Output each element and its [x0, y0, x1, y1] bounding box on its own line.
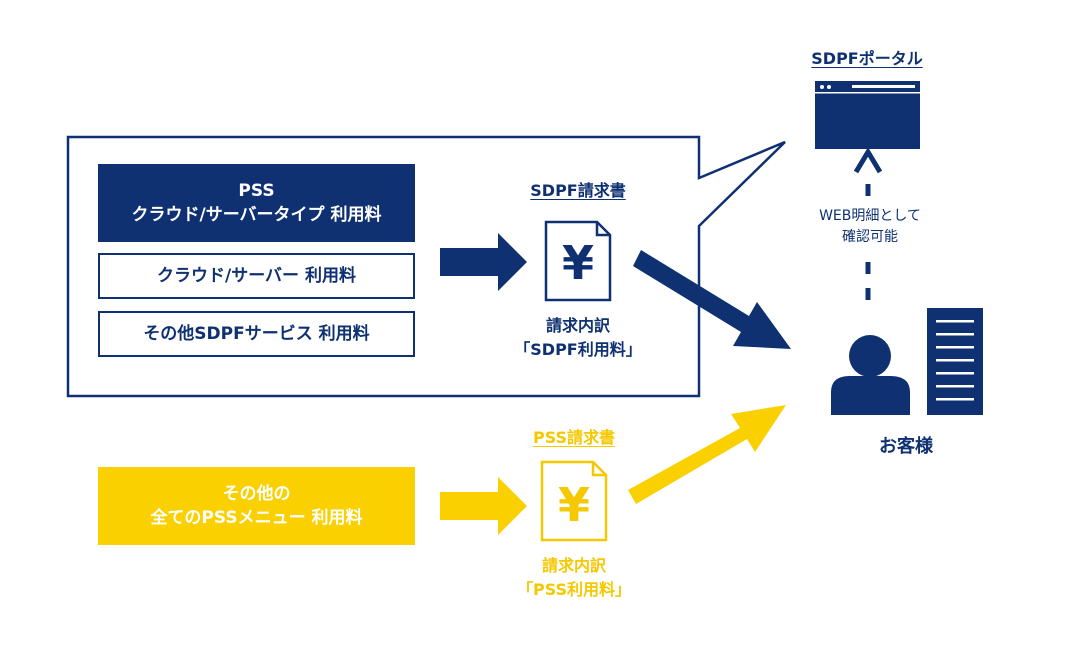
arrow-to-pss-invoice: [440, 477, 527, 535]
invoice-document-icon-pss: [540, 460, 608, 542]
arrow-to-sdpf-invoice: [440, 233, 527, 291]
person-icon: [831, 335, 910, 415]
browser-window-icon: [815, 81, 920, 149]
other-sdpf-fee-label: その他SDPFサービス 利用料: [143, 324, 370, 344]
sdpf-portal-title: SDPFポータル: [811, 49, 923, 68]
yen-icon-pss: ¥: [557, 478, 590, 532]
portal-note-line2: 確認可能: [842, 229, 898, 245]
invoice-document-icon-sdpf: [544, 220, 612, 302]
pss-invoice-title: PSS請求書: [532, 428, 616, 447]
other-pss-menu-box: その他の 全てのPSSメニュー 利用料: [98, 467, 415, 545]
sdpf-invoice-title: SDPF請求書: [530, 181, 626, 200]
sdpf-detail-line2: 「SDPF利用料」: [514, 340, 642, 359]
sdpf-detail-line1: 請求内訳: [545, 316, 610, 335]
pss-detail-line2: 「PSS利用料」: [516, 580, 632, 599]
yen-icon-sdpf: ¥: [561, 236, 594, 290]
sdpf-invoice-detail: 請求内訳 「SDPF利用料」: [498, 314, 658, 362]
pss-box-line2: クラウド/サーバータイプ 利用料: [131, 205, 382, 225]
pss-detail-line1: 請求内訳: [541, 556, 606, 575]
portal-note: WEB明細として 確認可能: [795, 206, 945, 248]
other-pss-line2: 全てのPSSメニュー 利用料: [150, 508, 363, 528]
pss-invoice-detail: 請求内訳 「PSS利用料」: [494, 554, 654, 602]
pss-box-line1: PSS: [238, 181, 275, 201]
other-sdpf-fee-box: その他SDPFサービス 利用料: [98, 311, 415, 357]
arrow-sdpf-to-customer: [633, 250, 791, 349]
pss-cloud-server-box: PSS クラウド/サーバータイプ 利用料: [98, 164, 415, 242]
callout-bubble: [66, 135, 786, 398]
cloud-server-fee-box: クラウド/サーバー 利用料: [98, 253, 415, 299]
cloud-server-fee-label: クラウド/サーバー 利用料: [157, 266, 356, 286]
portal-note-line1: WEB明細として: [819, 208, 921, 224]
arrow-pss-to-customer: [628, 405, 786, 504]
building-icon: [927, 308, 983, 415]
dashed-arrow-to-portal: [853, 147, 883, 300]
customer-label: お客様: [879, 436, 933, 457]
other-pss-line1: その他の: [222, 484, 291, 504]
